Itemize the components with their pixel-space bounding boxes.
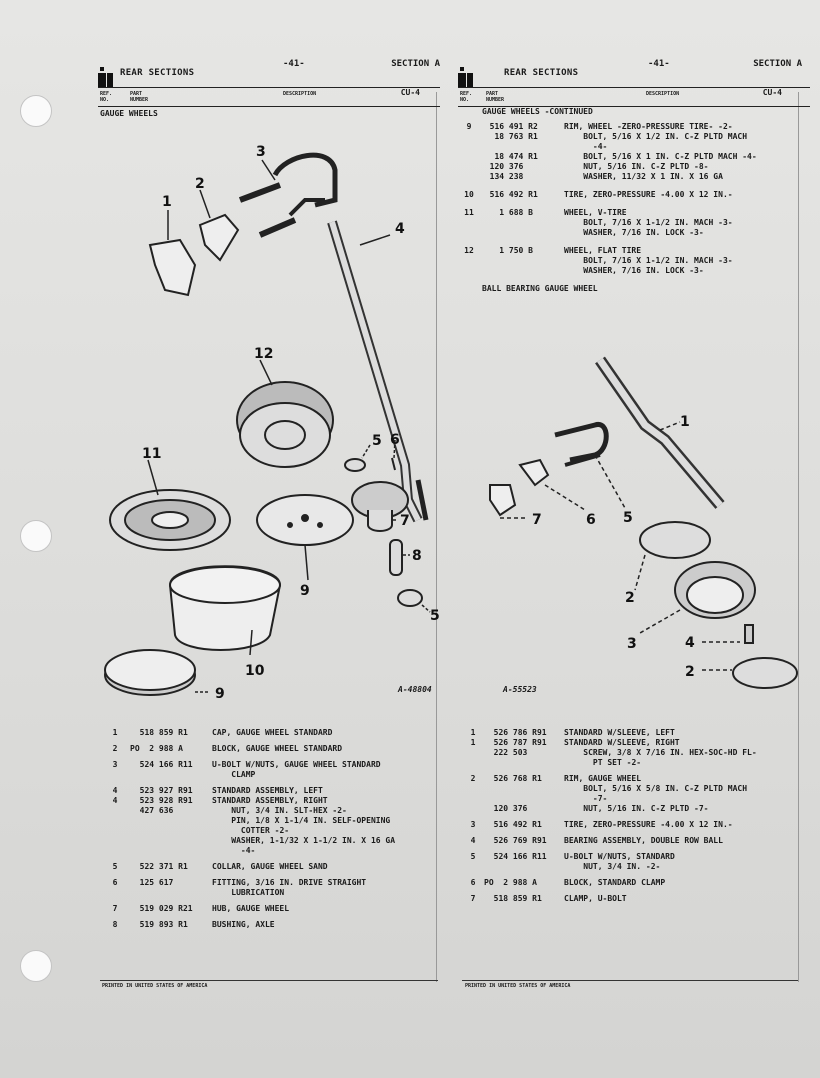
callout-6: 6 xyxy=(586,512,596,528)
callout-3: 3 xyxy=(627,636,637,652)
callout-2: 2 xyxy=(625,590,635,606)
callout-9b: 9 xyxy=(215,686,225,702)
footer-text: PRINTED IN UNITED STATES OF AMERICA xyxy=(102,983,208,989)
left-page: REAR SECTIONS -41- SECTION A REF. NO. PA… xyxy=(98,55,440,124)
callout-5: 5 xyxy=(623,510,633,526)
figure-id: A-55523 xyxy=(503,685,537,694)
catalog-code: CU-4 xyxy=(400,88,420,97)
callout-4: 4 xyxy=(395,221,405,237)
right-exploded-diagram: 1 7 6 5 2 3 4 2 xyxy=(489,356,798,689)
callout-labels: 1 2 3 4 5 6 7 8 5 9 10 11 12 9 xyxy=(142,144,440,702)
page-divider xyxy=(436,92,437,982)
page-number: -41- xyxy=(283,59,305,69)
subgroup-title: BALL BEARING GAUGE WHEEL xyxy=(482,284,598,293)
callout-3: 3 xyxy=(256,144,266,160)
col-ref: REF. NO. xyxy=(100,91,113,103)
ih-logo-icon xyxy=(458,67,474,87)
figure-id: A-48804 xyxy=(398,685,432,694)
page-title: REAR SECTIONS xyxy=(504,68,579,78)
page-number: -41- xyxy=(648,59,670,69)
callout-5b: 5 xyxy=(430,608,440,624)
callout-1: 1 xyxy=(162,194,172,210)
callout-7: 7 xyxy=(400,513,410,529)
footer-rule xyxy=(462,980,798,981)
ih-logo-icon xyxy=(98,67,114,87)
binder-hole xyxy=(20,95,52,127)
list-item: 9 516 491 R2 18 763 R1 18 474 R1 120 376… xyxy=(466,122,757,181)
callout-6: 6 xyxy=(390,432,400,448)
page-header: REAR SECTIONS -41- SECTION A REF. NO. PA… xyxy=(98,55,440,107)
callout-12: 12 xyxy=(254,346,273,362)
page-header: REAR SECTIONS -41- SECTION A REF. NO. PA… xyxy=(458,55,810,107)
callout-4: 4 xyxy=(685,635,695,651)
page-divider xyxy=(798,92,799,982)
right-top-parts-list: 9 516 491 R2 18 763 R1 18 474 R1 120 376… xyxy=(458,122,798,276)
section-label: SECTION A xyxy=(391,59,440,69)
footer-text: PRINTED IN UNITED STATES OF AMERICA xyxy=(465,983,571,989)
group-title: GAUGE WHEELS xyxy=(100,109,158,118)
col-part: PART NUMBER xyxy=(130,91,149,103)
callout-8: 8 xyxy=(412,548,422,564)
callout-labels: 1 7 6 5 2 3 4 2 xyxy=(532,414,695,680)
page-title: REAR SECTIONS xyxy=(120,68,195,78)
col-ref: REF. NO. xyxy=(460,91,473,103)
col-desc: DESCRIPTION xyxy=(283,91,317,97)
col-part: PART NUMBER xyxy=(486,91,505,103)
column-header-row: REF. NO. PART NUMBER DESCRIPTION CU-4 xyxy=(458,87,810,107)
callout-2: 2 xyxy=(195,176,205,192)
footer-rule xyxy=(100,980,438,981)
callout-10: 10 xyxy=(245,663,265,679)
left-exploded-diagram: 1 2 3 4 5 6 7 8 5 9 10 11 12 9 xyxy=(104,144,440,702)
binder-hole xyxy=(20,950,52,982)
callout-5: 5 xyxy=(372,433,382,449)
callout-11: 11 xyxy=(142,446,161,462)
group-title: GAUGE WHEELS -CONTINUED xyxy=(482,107,593,116)
right-page: REAR SECTIONS -41- SECTION A REF. NO. PA… xyxy=(458,55,810,299)
callout-9: 9 xyxy=(300,583,310,599)
callout-2b: 2 xyxy=(685,664,695,680)
section-label: SECTION A xyxy=(753,59,802,69)
catalog-code: CU-4 xyxy=(762,88,782,97)
column-header-row: REF. NO. PART NUMBER DESCRIPTION CU-4 xyxy=(98,87,440,107)
callout-1: 1 xyxy=(680,414,690,430)
binder-hole xyxy=(20,520,52,552)
callout-7: 7 xyxy=(532,512,542,528)
col-desc: DESCRIPTION xyxy=(646,91,680,97)
